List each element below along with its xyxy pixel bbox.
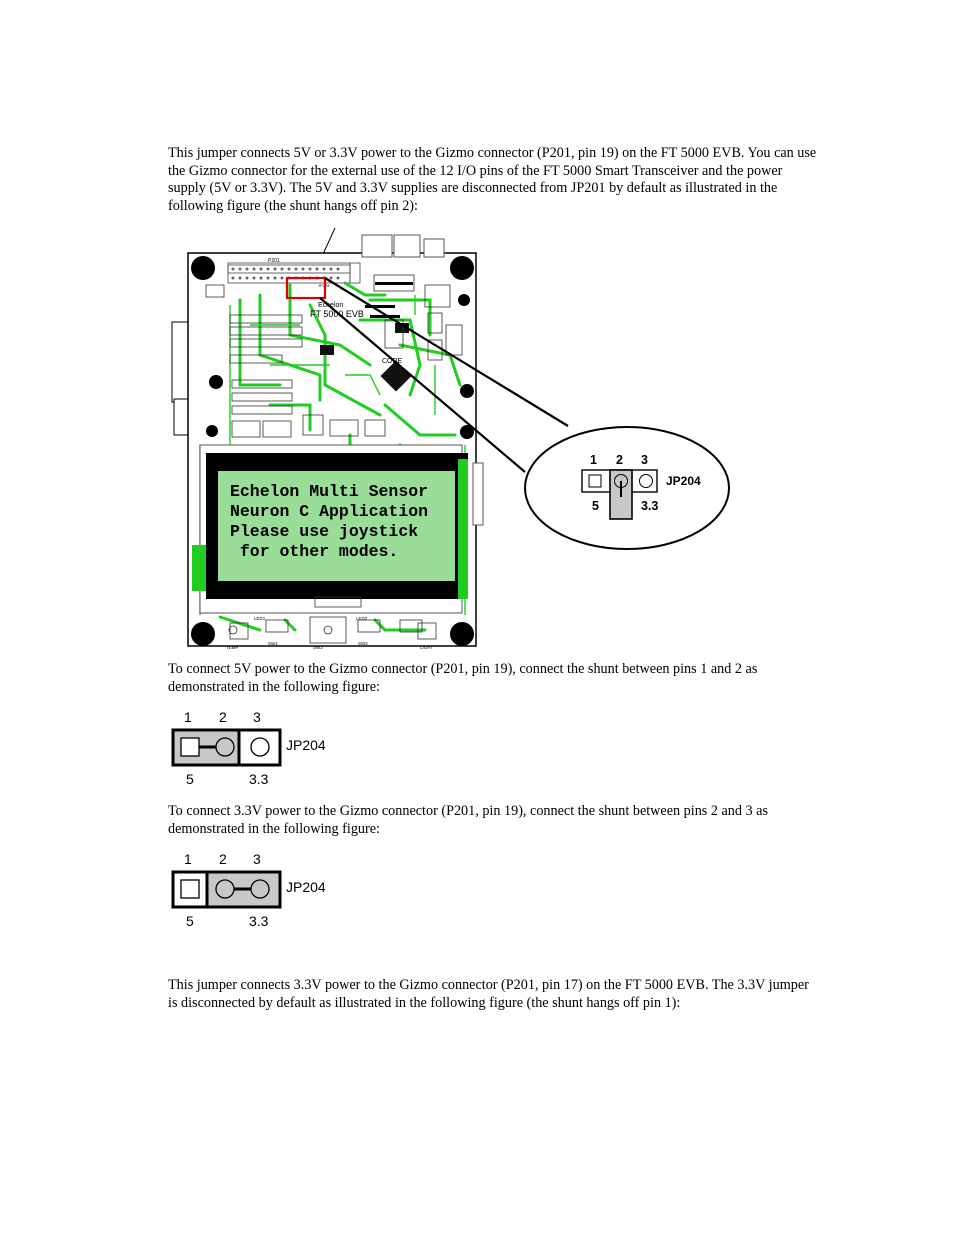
jumper-3v3-paragraph: This jumper connects 3.3V power to the G… — [168, 977, 809, 1011]
sw1-silk: SW1 — [268, 641, 278, 646]
callout-jp204-label: JP204 — [666, 474, 701, 488]
fig3-5v-label: 5 — [186, 913, 194, 929]
brand-silk: Echelon — [318, 302, 343, 309]
callout-5v-label: 5 — [592, 499, 599, 513]
intro-paragraph: This jumper connects 5V or 3.3V power to… — [168, 145, 817, 214]
callout-pin-3: 3 — [641, 453, 648, 467]
connect-5v-paragraph: To connect 5V power to the Gizmo connect… — [168, 661, 758, 695]
led2-silk: LED2 — [356, 616, 368, 621]
lcd-line-4: for other modes. — [230, 542, 398, 561]
connect-3v3-paragraph: To connect 3.3V power to the Gizmo conne… — [168, 803, 768, 837]
fig2-5v-label: 5 — [186, 771, 194, 787]
callout-pin-1: 1 — [590, 453, 597, 467]
jp204-callout: 1 2 3 JP204 5 3.3 — [524, 426, 730, 550]
p201-silk: P201 — [268, 258, 280, 264]
fig3-3v3-label: 3.3 — [249, 913, 269, 929]
jp204-3v3-figure: 1 2 3 JP204 5 3.3 — [171, 851, 326, 929]
led1-silk: LED1 — [254, 616, 266, 621]
jp204-5v-figure: 1 2 3 JP204 5 3.3 — [171, 709, 326, 787]
callout-pin-2: 2 — [616, 453, 623, 467]
lcd-line-2: Neuron C Application — [230, 502, 428, 521]
lcd-line-3: Please use joystick — [230, 522, 418, 541]
sw2-silk: SW2 — [358, 641, 368, 646]
fig3-pin-3: 3 — [253, 851, 261, 867]
fig2-pin-3: 3 — [253, 709, 261, 725]
fig3-pin-2: 2 — [219, 851, 227, 867]
fig2-pin-1: 1 — [184, 709, 192, 725]
evb-board-figure: P201 — [171, 227, 730, 650]
fig3-jp204-label: JP204 — [286, 879, 326, 895]
model-silk: FT 5000 EVB — [310, 309, 364, 319]
fig2-jp204-label: JP204 — [286, 737, 326, 753]
sw3-silk: SW3 — [313, 645, 323, 650]
lcd-line-1: Echelon Multi Sensor — [230, 482, 428, 501]
fig2-3v3-label: 3.3 — [249, 771, 269, 787]
temp-silk: TEMP — [226, 645, 239, 650]
fig2-pin-2: 2 — [219, 709, 227, 725]
light-silk: LIGHT — [420, 645, 434, 650]
callout-3v3-label: 3.3 — [641, 499, 658, 513]
fig3-pin-1: 1 — [184, 851, 192, 867]
core-silk: CORE — [382, 358, 403, 365]
